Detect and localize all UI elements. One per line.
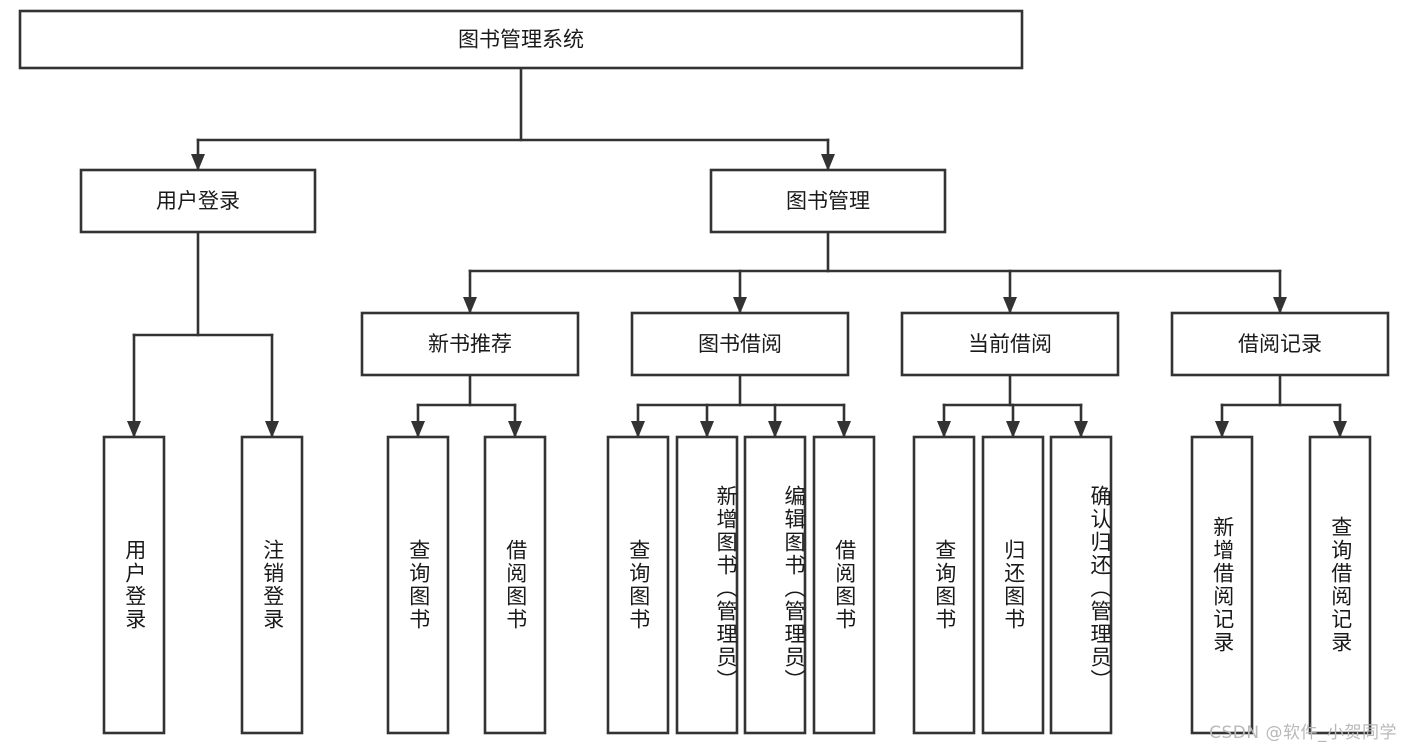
node-box-layer <box>18 9 1390 735</box>
arrow-head-icon <box>1003 297 1017 314</box>
node-box-leaf-query-book-1[interactable] <box>386 435 450 735</box>
node-label-current-borrow: 当前借阅 <box>968 332 1052 356</box>
node-box-leaf-add-book-admin[interactable] <box>675 435 739 735</box>
arrow-head-icon <box>631 421 645 438</box>
arrow-head-icon <box>508 421 522 438</box>
node-box-leaf-query-book-3[interactable] <box>912 435 976 735</box>
node-box-leaf-return-book[interactable] <box>981 435 1045 735</box>
arrow-head-icon <box>1273 297 1287 314</box>
arrow-head-icon <box>733 297 747 314</box>
node-box-leaf-confirm-return-admin[interactable] <box>1049 435 1113 735</box>
node-box-borrow-record[interactable] <box>1170 311 1390 377</box>
arrow-head-icon <box>463 297 477 314</box>
node-box-leaf-user-login[interactable] <box>102 435 166 735</box>
arrow-head-icon <box>1006 421 1020 438</box>
arrow-head-icon <box>265 421 279 438</box>
node-box-book-borrow[interactable] <box>630 311 850 377</box>
node-label-book-manage: 图书管理 <box>786 189 870 213</box>
node-box-leaf-borrow-book-2[interactable] <box>812 435 876 735</box>
node-label-new-book-recommend: 新书推荐 <box>428 332 512 356</box>
node-label-root: 图书管理系统 <box>458 28 584 52</box>
node-box-root[interactable] <box>18 9 1024 70</box>
arrow-head-icon <box>768 421 782 438</box>
node-box-leaf-logout-login[interactable] <box>240 435 304 735</box>
node-box-leaf-query-book-2[interactable] <box>606 435 670 735</box>
arrow-head-icon <box>1074 421 1088 438</box>
node-box-leaf-edit-book-admin[interactable] <box>743 435 807 735</box>
arrow-head-icon <box>821 154 835 171</box>
node-box-leaf-query-borrow-record[interactable] <box>1308 435 1372 735</box>
arrow-head-icon <box>1215 421 1229 438</box>
arrow-head-icon <box>837 421 851 438</box>
watermark: CSDN @软件_小贺同学 <box>1209 723 1397 743</box>
node-label-book-borrow: 图书借阅 <box>698 332 782 356</box>
arrow-head-icon <box>191 154 205 171</box>
node-box-current-borrow[interactable] <box>900 311 1120 377</box>
node-box-book-manage[interactable] <box>709 168 947 234</box>
node-label-borrow-record: 借阅记录 <box>1238 332 1322 356</box>
arrow-head-icon <box>700 421 714 438</box>
arrow-head-icon <box>127 421 141 438</box>
node-box-new-book-recommend[interactable] <box>360 311 580 377</box>
arrow-head-icon <box>411 421 425 438</box>
connector-layer <box>127 66 1347 438</box>
arrow-head-icon <box>937 421 951 438</box>
node-box-leaf-add-borrow-record[interactable] <box>1190 435 1254 735</box>
arrow-head-icon <box>1333 421 1347 438</box>
node-box-user-login[interactable] <box>79 168 317 234</box>
node-box-leaf-borrow-book-1[interactable] <box>483 435 547 735</box>
node-label-user-login: 用户登录 <box>156 189 240 213</box>
